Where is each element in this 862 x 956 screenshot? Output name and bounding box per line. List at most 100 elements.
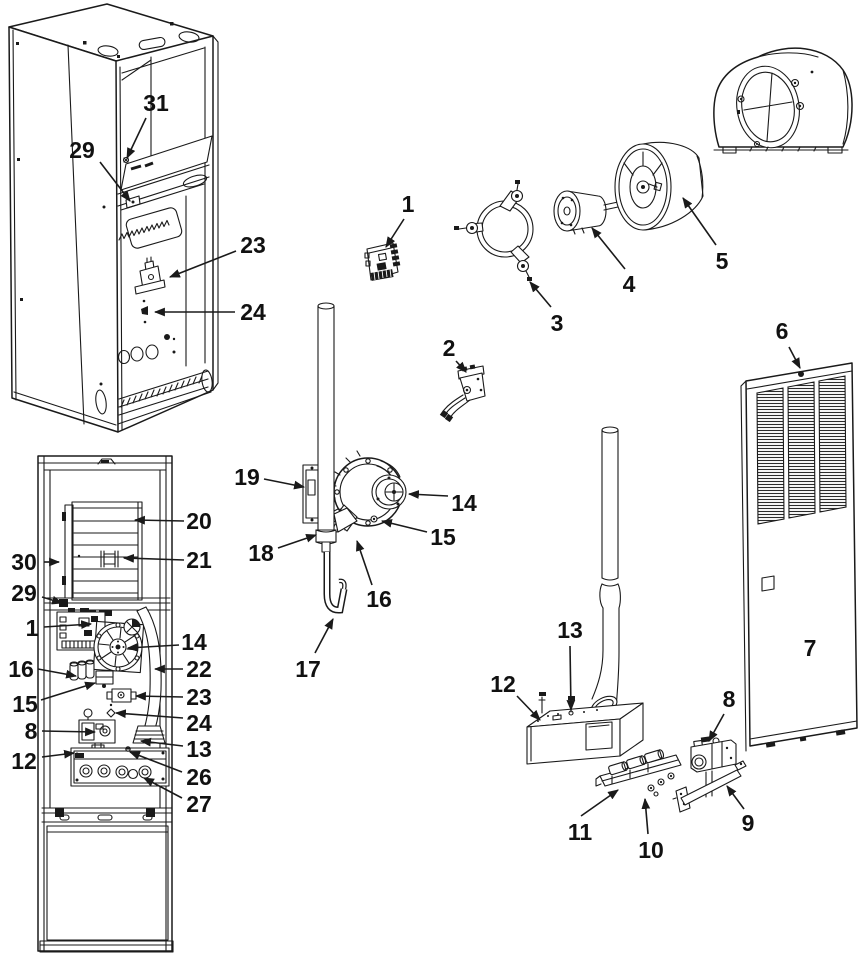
- callout-arrow-15-center: [380, 519, 428, 533]
- screw-6-target: [798, 371, 804, 377]
- callout-label-22: 22: [186, 656, 212, 682]
- callout-label-16-bottom: 16: [8, 656, 34, 682]
- vent-pipe-inducer-assembly: [302, 302, 407, 614]
- callout-arrow-10: [641, 797, 651, 835]
- callout-arrow-15-bottom: [40, 681, 97, 701]
- callout-label-16-center: 16: [366, 586, 392, 612]
- callout-label-21: 21: [186, 547, 212, 573]
- callout-arrow-31-top: [126, 117, 147, 159]
- callout-arrow-4: [591, 227, 626, 270]
- callout-label-15-center: 15: [430, 524, 456, 550]
- callout-label-12-right: 12: [490, 671, 516, 697]
- vent-pipe-upper: [315, 302, 337, 553]
- louver-band: [818, 375, 847, 513]
- callout-label-4: 4: [623, 271, 636, 297]
- callout-label-17: 17: [295, 656, 321, 682]
- callout-label-29-top: 29: [69, 137, 95, 163]
- callout-arrow-9: [726, 785, 745, 810]
- callout-label-23-bottom: 23: [186, 684, 212, 710]
- callout-label-8-left: 8: [25, 718, 38, 744]
- callout-label-14-center: 14: [451, 490, 477, 516]
- callout-label-10: 10: [638, 837, 664, 863]
- callout-arrow-16-center: [356, 539, 373, 586]
- bracket-21-target: [100, 550, 119, 568]
- capacitor-16b-target: [69, 659, 95, 681]
- louvered-door: [740, 362, 858, 752]
- callout-arrow-20: [133, 515, 185, 525]
- callout-label-23-top: 23: [240, 232, 266, 258]
- callout-arrow-8-right: [708, 713, 725, 742]
- callout-label-27: 27: [186, 791, 212, 817]
- callout-arrow-12-right: [516, 695, 541, 721]
- callout-label-20: 20: [186, 508, 212, 534]
- callout-arrow-16-bottom: [37, 668, 78, 679]
- manifold-pipe: [672, 760, 747, 813]
- burner-rack: [595, 749, 682, 797]
- callout-arrow-13-bottom: [139, 737, 184, 747]
- transformer-23-target: [134, 256, 166, 295]
- callout-arrow-14-bottom: [126, 643, 180, 652]
- callout-label-30: 30: [11, 549, 37, 575]
- inducer-motor-hub-14-target: [384, 482, 404, 502]
- callout-arrow-1-bottom: [43, 620, 93, 630]
- callout-arrow-24-bottom: [114, 709, 184, 719]
- callout-label-3: 3: [551, 310, 564, 336]
- blower-housing: [713, 47, 853, 154]
- limit-switch-23b-target: [106, 688, 137, 703]
- lower-cabinet-front-view: [37, 455, 174, 953]
- callout-label-24-top: 24: [240, 299, 266, 325]
- heat-exchanger-20: [62, 501, 143, 601]
- callout-label-8-right: 8: [723, 686, 736, 712]
- callout-arrow-17: [314, 618, 334, 654]
- callouts-layer: 3129232413452191415181617673029116158122…: [8, 90, 816, 863]
- motor-mount-bracket: [454, 180, 534, 281]
- callout-label-1-top: 1: [402, 191, 415, 217]
- callout-label-31-top: 31: [143, 90, 169, 116]
- callout-label-1-bottom: 1: [26, 615, 39, 641]
- callout-label-12-left: 12: [11, 748, 37, 774]
- callout-arrow-14-center: [407, 490, 449, 499]
- callout-label-2: 2: [443, 335, 456, 361]
- burner-box: [526, 692, 644, 765]
- callout-label-6: 6: [776, 318, 789, 344]
- louver-band: [787, 381, 816, 519]
- control-board-1-loose: [364, 242, 401, 281]
- callout-label-24-bottom: 24: [186, 710, 212, 736]
- vent-pipe-lower: [590, 426, 621, 717]
- callout-arrow-12-left: [41, 749, 76, 759]
- callout-arrow-3: [529, 281, 552, 308]
- callout-arrow-11: [580, 789, 619, 817]
- clip-29b-target: [59, 599, 68, 607]
- callout-label-19: 19: [234, 464, 260, 490]
- part-15b-target: [95, 670, 114, 688]
- callout-arrow-21: [122, 553, 185, 563]
- callout-arrow-6: [788, 346, 801, 369]
- flue-collar-13-target: [132, 725, 166, 744]
- sensor-24-target: [141, 299, 148, 324]
- callout-arrow-13-right: [566, 645, 576, 712]
- drain-tube-17-target: [323, 552, 348, 614]
- callout-label-9: 9: [742, 810, 755, 836]
- callout-label-14-bottom: 14: [181, 629, 207, 655]
- callout-label-15-bottom: 15: [12, 691, 38, 717]
- callout-label-29-bottom: 29: [11, 580, 37, 606]
- callout-arrow-18: [277, 534, 318, 549]
- elbow-18-target: [333, 507, 358, 533]
- orifice-nuts-10-target: [647, 772, 675, 797]
- blower-motor: [553, 190, 619, 235]
- callout-arrow-8-left: [41, 727, 97, 737]
- callout-label-13-bottom: 13: [186, 736, 212, 762]
- callout-label-26: 26: [186, 764, 212, 790]
- callout-label-5: 5: [716, 248, 729, 274]
- burner-tray-12a-target: [70, 746, 170, 787]
- callout-label-7: 7: [804, 635, 817, 661]
- callout-arrow-26: [128, 751, 183, 773]
- blower-wheel: [614, 141, 704, 231]
- bolt-15-target: [370, 515, 378, 523]
- louver-band: [756, 387, 785, 525]
- callout-arrow-2: [455, 360, 467, 373]
- callout-arrow-29-bottom: [41, 595, 64, 605]
- callout-label-11: 11: [568, 819, 593, 845]
